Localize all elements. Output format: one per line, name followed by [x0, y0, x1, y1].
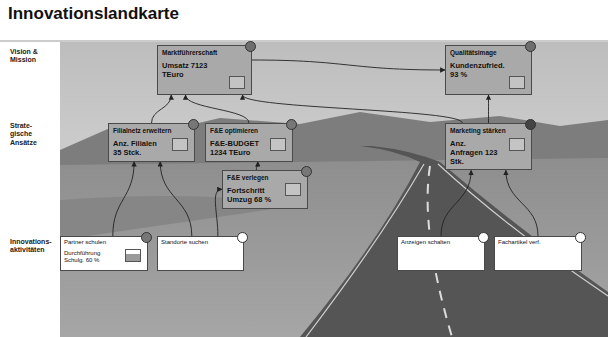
- activity-box: Partner schulenDurchführung Schulg. 60 %: [60, 236, 148, 271]
- box-heading: Marketing stärken: [450, 127, 528, 134]
- indicator-square: [509, 76, 525, 89]
- row-label: Vision & Mission: [10, 48, 54, 65]
- box-heading: Qualitätsimage: [450, 49, 528, 56]
- box-heading: Standorte suchen: [161, 239, 240, 246]
- diagram-title: Innovationslandkarte: [8, 4, 179, 24]
- row-label: Innovations-aktivitäten: [10, 238, 54, 255]
- box-heading: Anzeigen schalten: [401, 239, 481, 246]
- connector: [488, 95, 489, 123]
- indicator-square: [285, 183, 301, 196]
- connector: [256, 162, 257, 170]
- divider: [0, 41, 608, 42]
- goal-box: Marketing stärkenAnz. Anfragen 123 Stk.: [445, 123, 532, 170]
- goal-box: F&E optimierenF&E-BUDGET 1234 TEuro: [205, 123, 293, 162]
- indicator-square: [172, 138, 188, 151]
- box-heading: Partner schulen: [64, 239, 144, 246]
- box-value: Durchführung Schulg. 60 %: [64, 250, 114, 264]
- status-dot: [237, 232, 248, 243]
- connector: [243, 95, 463, 123]
- connector: [215, 189, 222, 236]
- goal-box: QualitätsimageKundenzufried. 93 %: [445, 45, 532, 95]
- status-dot: [188, 119, 199, 130]
- box-heading: Marktführerschaft: [162, 49, 248, 56]
- activity-box: Standorte suchen: [157, 236, 244, 271]
- row-label: Strate-gische Ansätze: [10, 122, 54, 147]
- indicator-square: [509, 138, 525, 151]
- box-value: Fortschritt Umzug 68 %: [227, 187, 276, 204]
- activity-box: Anzeigen schalten: [397, 236, 485, 271]
- activity-box: Fachartikel verf.: [494, 236, 582, 271]
- status-dot: [575, 232, 586, 243]
- status-dot: [301, 166, 312, 177]
- progress-indicator: [125, 249, 141, 262]
- status-dot: [525, 119, 536, 130]
- box-value: F&E-BUDGET 1234 TEuro: [210, 140, 261, 157]
- sky: [60, 42, 608, 337]
- status-dot: [478, 232, 489, 243]
- box-heading: F&E verlegen: [227, 174, 304, 181]
- status-dot: [286, 119, 297, 130]
- goal-box: MarktführerschaftUmsatz 7123 TEuro: [157, 45, 252, 95]
- road-edge: [438, 164, 608, 296]
- road: [300, 146, 608, 337]
- indicator-square: [270, 138, 286, 151]
- box-value: Kundenzufried. 93 %: [450, 62, 500, 79]
- connector: [441, 170, 471, 236]
- status-dot: [525, 41, 536, 52]
- connector: [113, 162, 134, 236]
- connector: [252, 60, 445, 70]
- box-heading: F&E optimieren: [210, 127, 289, 134]
- box-value: Umsatz 7123 TEuro: [162, 62, 220, 79]
- goal-box: Filialnetz erweiternAnz. Filialen 35 Stc…: [108, 123, 195, 162]
- status-dot: [141, 232, 152, 243]
- connector: [152, 95, 172, 123]
- box-value: Anz. Filialen 35 Stck.: [113, 140, 163, 157]
- connector: [506, 170, 538, 236]
- connector: [160, 162, 192, 236]
- indicator-square: [229, 76, 245, 89]
- goal-box: F&E verlegenFortschritt Umzug 68 %: [222, 170, 308, 209]
- box-value: Anz. Anfragen 123 Stk.: [450, 140, 500, 166]
- box-heading: Filialnetz erweitern: [113, 127, 191, 134]
- status-dot: [245, 41, 256, 52]
- box-heading: Fachartikel verf.: [498, 239, 578, 246]
